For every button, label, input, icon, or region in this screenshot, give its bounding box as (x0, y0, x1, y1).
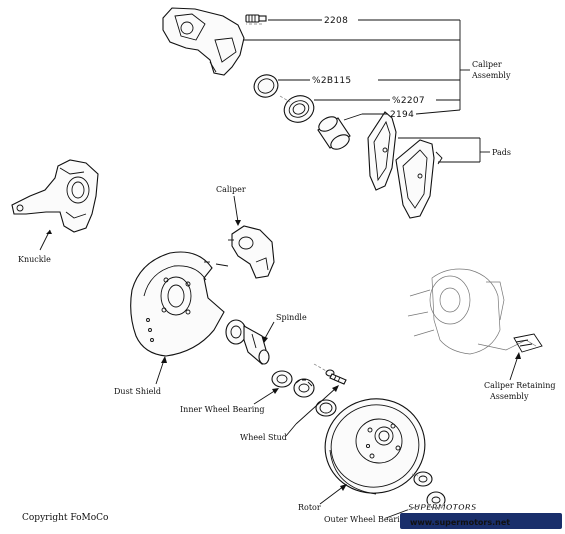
label-caliper-assembly-line1: Caliper (472, 60, 502, 69)
dust-boot (283, 95, 315, 123)
watermark-url: www.supermotors.net (410, 518, 510, 527)
brake-pads (367, 111, 443, 219)
bleeder-screw (245, 14, 267, 23)
label-caliper: Caliper (216, 185, 246, 194)
label-rotor: Rotor (298, 503, 321, 512)
piston-seal (253, 74, 279, 98)
label-caliper-assembly-line2: Assembly (471, 71, 511, 80)
wheel-stud (325, 369, 347, 385)
watermark-url-bar (400, 513, 562, 529)
inner-wheel-bearing (271, 370, 315, 398)
label-dust-shield: Dust Shield (114, 387, 161, 396)
knuckle (11, 159, 99, 233)
copyright-text: Copyright FoMoCo (22, 513, 108, 523)
grease-seal (315, 399, 337, 417)
label-inner-wheel-bearing: Inner Wheel Bearing (180, 405, 265, 414)
label-caliper-retaining-line2: Assembly (489, 392, 529, 401)
dust-shield (130, 251, 225, 357)
label-pads: Pads (492, 148, 511, 157)
label-spindle: Spindle (276, 313, 307, 322)
outer-wheel-bearing (413, 471, 446, 509)
callout-2207: %2207 (392, 96, 425, 106)
supermotors-watermark: SUPERMOTORS www.supermotors.net (400, 503, 562, 529)
label-wheel-stud: Wheel Stud (240, 433, 287, 442)
watermark-logo: SUPERMOTORS (408, 503, 477, 512)
label-knuckle: Knuckle (18, 255, 51, 264)
spindle (225, 319, 270, 365)
piston (317, 116, 351, 150)
label-outer-wheel-bearing: Outer Wheel Bearing (324, 515, 410, 524)
callout-2194: 2194 (390, 110, 414, 120)
rotor (324, 398, 426, 495)
callout-2208: 2208 (324, 16, 348, 26)
caliper-housing (162, 7, 245, 76)
callout-2b115: %2B115 (312, 76, 351, 86)
leader-lines (39, 19, 521, 519)
caliper-mid (228, 225, 275, 279)
caliper-retaining-assembly (407, 268, 543, 355)
label-caliper-retaining-line1: Caliper Retaining (484, 381, 556, 390)
